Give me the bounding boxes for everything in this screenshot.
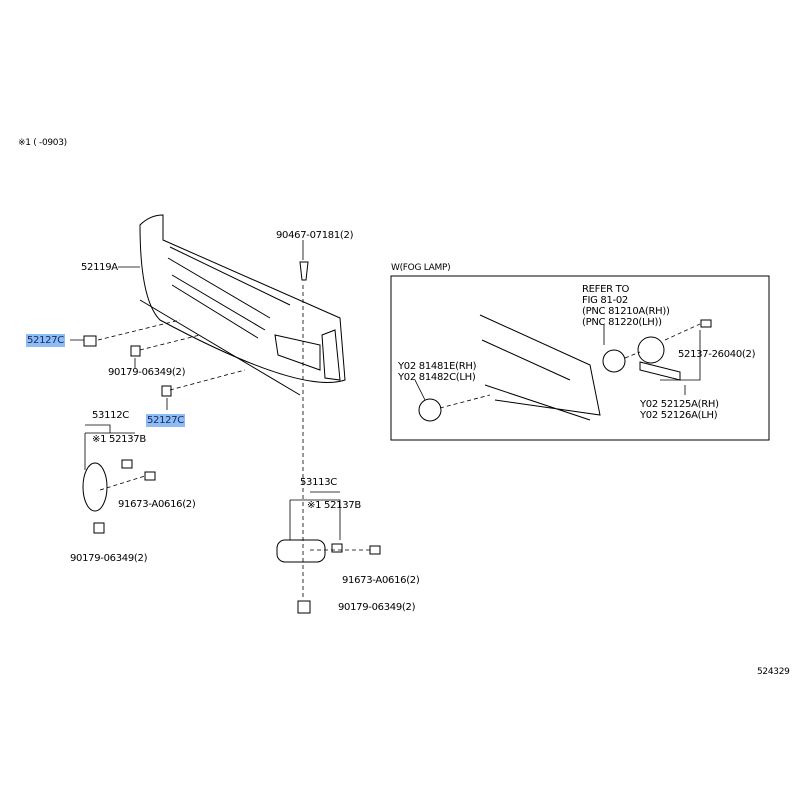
part-label-53112C[interactable]: 53112C: [92, 410, 129, 421]
part-label-52137B-right[interactable]: ※1 52137B: [307, 500, 361, 511]
part-label-52137B-left[interactable]: ※1 52137B: [92, 434, 146, 445]
part-label-90179-06349-left[interactable]: 90179-06349(2): [70, 553, 148, 564]
model-note: ※1 ( -0903): [18, 138, 67, 148]
grille-right-shape: [276, 539, 326, 563]
refer-line: (PNC 81220(LH)): [582, 317, 662, 328]
grille-left-shape: [82, 462, 108, 512]
part-label-52127C-lower[interactable]: 52127C: [146, 414, 185, 427]
fog-lamp-box: [390, 275, 770, 441]
figure-number: 524329: [757, 667, 790, 677]
part-label-52126A[interactable]: Y02 52126A(LH): [640, 410, 718, 421]
refer-line[interactable]: FIG 81-02: [582, 295, 628, 306]
part-label-53113C[interactable]: 53113C: [300, 477, 337, 488]
part-label-90467-07181[interactable]: 90467-07181(2): [276, 230, 354, 241]
part-label-90179-06349-right[interactable]: 90179-06349(2): [338, 602, 416, 613]
part-label-90179-06349-upper[interactable]: 90179-06349(2): [108, 367, 186, 378]
refer-line: REFER TO: [582, 284, 630, 295]
fog-lamp-title: W(FOG LAMP): [391, 263, 451, 273]
part-label-52119A[interactable]: 52119A: [81, 262, 118, 273]
part-label-91673-A0616-left[interactable]: 91673-A0616(2): [118, 499, 196, 510]
part-label-52127C-left[interactable]: 52127C: [26, 334, 65, 347]
part-label-52137-26040[interactable]: 52137-26040(2): [678, 349, 756, 360]
part-label-91673-A0616-right[interactable]: 91673-A0616(2): [342, 575, 420, 586]
refer-line: (PNC 81210A(RH)): [582, 306, 670, 317]
part-label-52125A[interactable]: Y02 52125A(RH): [640, 399, 719, 410]
part-label-81482C[interactable]: Y02 81482C(LH): [398, 372, 476, 383]
part-label-81481E[interactable]: Y02 81481E(RH): [398, 361, 477, 372]
refer-note: REFER TO FIG 81-02 (PNC 81210A(RH)) (PNC…: [582, 284, 670, 328]
